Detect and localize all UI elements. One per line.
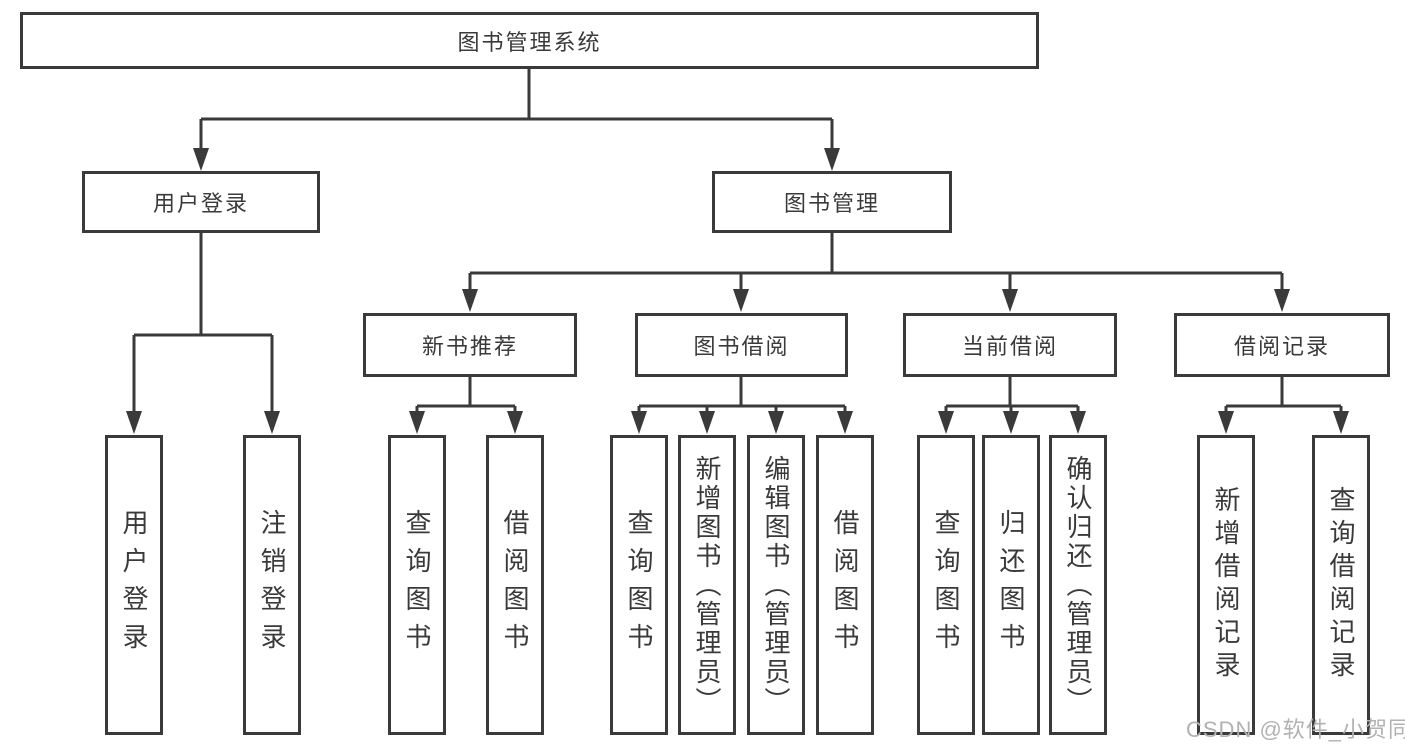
leaf-label: 新增图书（管理员） — [692, 454, 722, 716]
node-label: 图书借阅 — [693, 334, 790, 359]
leaf-borrow-books-recommend: 借阅图书 — [486, 435, 544, 735]
arrowhead — [462, 289, 478, 312]
leaf-borrow-books: 借阅图书 — [816, 435, 874, 735]
leaf-label: 借阅图书 — [500, 509, 530, 661]
arrowhead — [193, 148, 209, 171]
edges-borrow-records — [1218, 377, 1349, 434]
arrowhead — [126, 411, 142, 434]
arrowhead — [507, 411, 523, 434]
edges-root — [193, 69, 840, 171]
leaf-return-books: 归还图书 — [982, 435, 1040, 735]
arrowhead — [837, 411, 853, 434]
arrowhead — [1218, 411, 1234, 434]
leaf-label: 查询图书 — [402, 509, 432, 661]
edges-book-borrow — [631, 377, 853, 434]
leaf-label: 查询图书 — [624, 509, 654, 661]
arrowhead — [631, 411, 647, 434]
node-label: 图书管理系统 — [457, 29, 602, 55]
arrowhead — [699, 411, 715, 434]
leaf-query-books-current: 查询图书 — [917, 435, 975, 735]
arrowhead — [1070, 411, 1086, 434]
leaf-label: 编辑图书（管理员） — [761, 454, 791, 716]
node-label: 当前借阅 — [961, 334, 1058, 359]
arrowhead — [1003, 411, 1019, 434]
node-new-book-recommend: 新书推荐 — [363, 313, 577, 377]
edges-user-login — [126, 233, 280, 434]
arrowhead — [1333, 411, 1349, 434]
node-label: 用户登录 — [152, 191, 249, 216]
node-user-login: 用户登录 — [82, 171, 320, 233]
leaf-label: 借阅图书 — [830, 509, 860, 661]
leaf-edit-books-admin: 编辑图书（管理员） — [747, 435, 805, 735]
node-borrow-records: 借阅记录 — [1174, 313, 1390, 377]
arrowhead — [1002, 289, 1018, 312]
leaf-add-borrow-record: 新增借阅记录 — [1197, 435, 1255, 735]
node-label: 新书推荐 — [421, 334, 518, 359]
arrowhead — [938, 411, 954, 434]
leaf-label: 新增借阅记录 — [1211, 486, 1241, 684]
leaf-query-borrow-record: 查询借阅记录 — [1312, 435, 1370, 735]
leaf-label: 查询借阅记录 — [1326, 486, 1356, 684]
leaf-add-books-admin: 新增图书（管理员） — [678, 435, 736, 735]
edges-current-borrow — [938, 377, 1086, 434]
edges-book-management — [462, 233, 1290, 312]
arrowhead — [768, 411, 784, 434]
leaf-query-books-borrow: 查询图书 — [610, 435, 668, 735]
leaf-confirm-return-admin: 确认归还（管理员） — [1049, 435, 1107, 735]
arrowhead — [264, 411, 280, 434]
node-book-management: 图书管理 — [712, 171, 952, 233]
node-label: 借阅记录 — [1233, 334, 1330, 359]
node-current-borrow: 当前借阅 — [903, 313, 1117, 377]
leaf-label: 查询图书 — [931, 509, 961, 661]
arrowhead — [1274, 289, 1290, 312]
leaf-logout: 注销登录 — [243, 435, 301, 735]
node-book-borrow: 图书借阅 — [635, 313, 848, 377]
leaf-label: 用户登录 — [119, 509, 149, 661]
csdn-watermark: CSDN @软件_小贺同学 — [1186, 717, 1405, 742]
edges-new-book — [409, 377, 523, 434]
leaf-label: 归还图书 — [996, 509, 1026, 661]
leaf-query-books-recommend: 查询图书 — [388, 435, 446, 735]
arrowhead — [733, 289, 749, 312]
node-system-root: 图书管理系统 — [20, 12, 1039, 69]
leaf-label: 注销登录 — [257, 509, 287, 661]
node-label: 图书管理 — [783, 191, 880, 216]
leaf-user-login: 用户登录 — [105, 435, 163, 735]
arrowhead — [409, 411, 425, 434]
arrowhead — [824, 148, 840, 171]
leaf-label: 确认归还（管理员） — [1063, 454, 1093, 716]
